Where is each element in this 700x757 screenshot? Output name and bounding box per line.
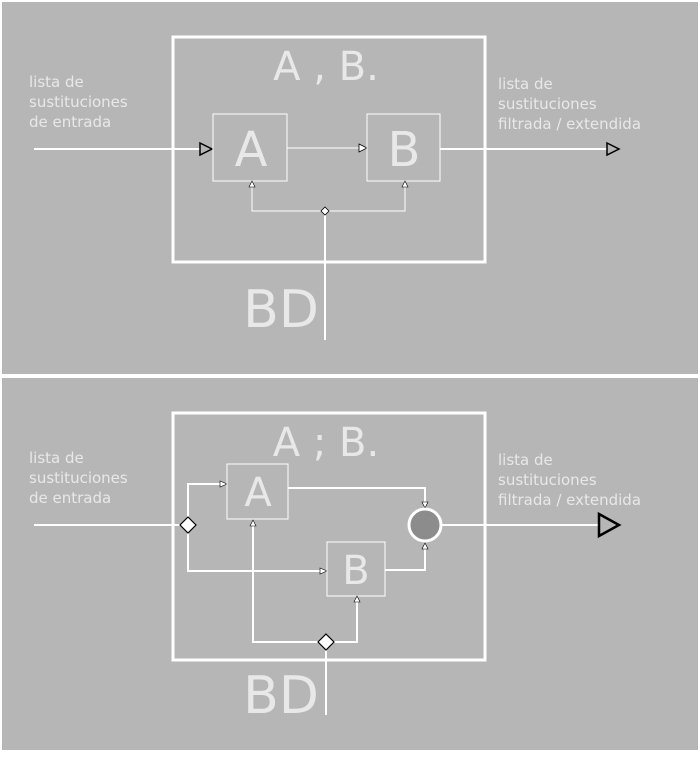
db-arrow-b [353, 595, 361, 603]
db-arrow-b [401, 180, 409, 188]
input-label-line: de entrada [29, 113, 111, 131]
output-arrow-head [606, 141, 621, 157]
input-label-line: de entrada [29, 489, 111, 507]
output-label-line: lista de [498, 75, 553, 93]
input-split-diamond [179, 516, 197, 534]
join-circle [407, 507, 443, 543]
arrow-head-b-in [319, 567, 328, 575]
panel-background [2, 378, 698, 750]
clause-title: A ; B. [273, 420, 379, 466]
clause-title: A , B. [273, 44, 379, 90]
input-label: lista de sustituciones de entrada [29, 73, 133, 131]
panel-disjunction: A ; B. lista de sustituciones de entrada… [2, 378, 698, 750]
output-label-line: lista de [498, 451, 553, 469]
input-label: lista de sustituciones de entrada [29, 449, 133, 507]
input-label-line: lista de [29, 449, 84, 467]
clause-frame [171, 411, 487, 662]
goal-box-a-label: A [244, 470, 272, 516]
output-label: lista de sustituciones filtrada / extend… [498, 451, 641, 509]
db-arrow-a [248, 180, 256, 188]
arrow-head-b-in [358, 143, 368, 153]
connector-a-to-join [288, 487, 426, 502]
join-arrow-top [421, 501, 429, 509]
arrow-head-a-in [219, 480, 228, 488]
input-arrow-head [199, 141, 214, 157]
output-label-line: sustituciones [498, 471, 597, 489]
goal-box-b-label: B [342, 548, 369, 594]
output-label-line: filtrada / extendida [498, 115, 641, 133]
db-label: BD [243, 280, 319, 340]
input-label-line: sustituciones [29, 93, 128, 111]
goal-box-a-label: A [235, 122, 268, 178]
branch-to-b [187, 533, 320, 572]
connector-b-to-join [385, 548, 426, 571]
db-arrow-a [249, 519, 257, 527]
panel-background [2, 2, 698, 374]
db-split-diamond [320, 206, 330, 216]
branch-to-a [187, 483, 220, 517]
goal-box-b [366, 113, 441, 182]
goal-box-b-label: B [388, 122, 421, 178]
goal-box-a [226, 463, 289, 520]
input-label-line: sustituciones [29, 469, 128, 487]
output-label-line: sustituciones [498, 95, 597, 113]
db-split-diamond [317, 633, 335, 651]
panel-conjunction: A , B. lista de sustituciones de entrada… [2, 2, 698, 374]
output-arrow-head [597, 511, 622, 539]
input-label-line: lista de [29, 73, 84, 91]
db-label: BD [243, 666, 319, 726]
db-branch-lines [252, 525, 358, 643]
join-arrow-bottom [421, 542, 429, 550]
output-label-line: filtrada / extendida [498, 491, 641, 509]
output-label: lista de sustituciones filtrada / extend… [498, 75, 641, 133]
